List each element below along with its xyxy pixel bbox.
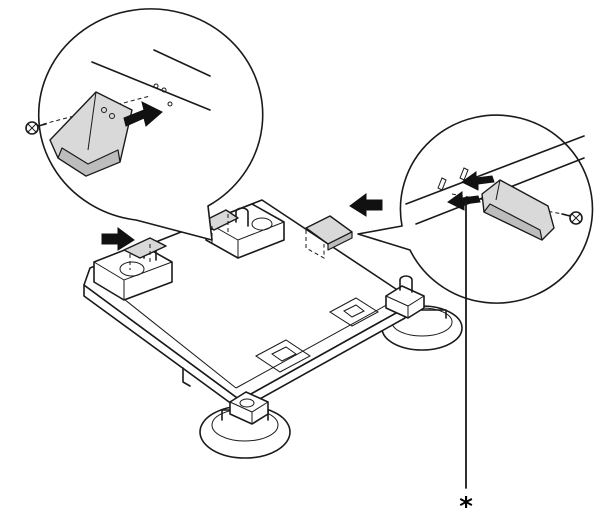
bracket-icon <box>481 179 555 241</box>
arrow-icon <box>349 193 383 217</box>
caster-housing-front <box>229 391 269 425</box>
bracket-left-installed <box>123 237 167 270</box>
zoom-callout-left <box>25 8 264 241</box>
screw-icon <box>25 121 47 135</box>
bracket-right-installed <box>305 215 353 259</box>
zoom-callout-right <box>357 114 594 304</box>
callout-asterisk-label: * <box>459 492 473 522</box>
arrow-icon <box>101 227 135 251</box>
caster-housing-right <box>385 275 425 319</box>
screw-icon <box>561 211 583 225</box>
bracket-icon <box>49 91 133 177</box>
